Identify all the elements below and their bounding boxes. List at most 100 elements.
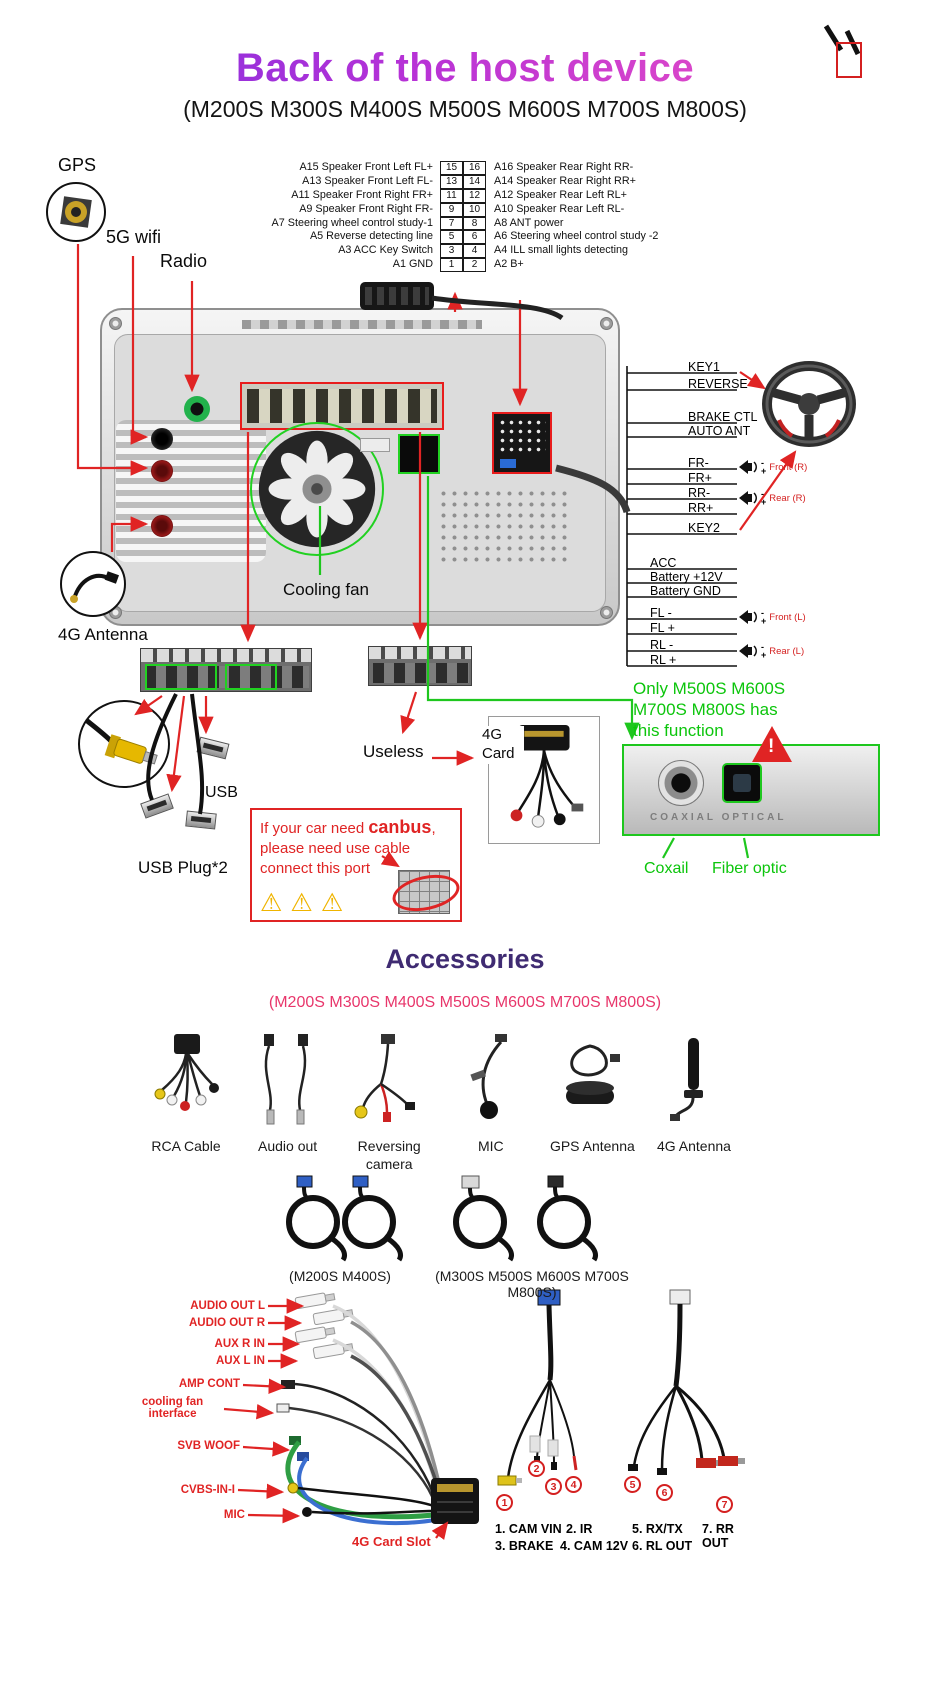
radio-label: Radio [160, 251, 208, 271]
warning-triangles: ⚠⚠⚠ [260, 888, 351, 918]
speaker-front-right: -+ Front (R) [738, 458, 807, 476]
number-circle-6: 6 [656, 1484, 673, 1501]
gps-label: GPS [58, 155, 97, 175]
canbus-note-text: If your car need canbus, please need use… [260, 816, 452, 878]
vent-strip [242, 320, 482, 329]
usb-plug-icon [185, 810, 217, 830]
breakout-label-cooling-fan: cooling fan interface [141, 1396, 204, 1420]
legend-rl-out: 6. RL OUT [632, 1539, 693, 1553]
connector-pin-slots [247, 389, 437, 423]
legend-rx-tx: 5. RX/TX [632, 1522, 683, 1536]
harness-label-reverse: REVERSE [688, 377, 748, 391]
wire-connector-block-2 [368, 646, 472, 686]
accessories-title: Accessories [385, 944, 545, 974]
canbus-text-post: , [431, 820, 436, 837]
speaker-icon [739, 460, 757, 474]
audio-out-icon [240, 1032, 336, 1132]
harness-label-brake-ctl: BRAKE CTL [688, 410, 758, 424]
pin-label-left: A5 Reverse detecting line [309, 230, 433, 243]
block-teeth [141, 649, 311, 662]
pin-label-right: A14 Speaker Rear Right RR+ [494, 174, 636, 187]
harness-label-fr-plus: FR+ [688, 471, 712, 485]
pin-number: 6 [463, 230, 486, 245]
screw-icon [600, 606, 613, 619]
breakout-label-mic: MIC [223, 1509, 245, 1521]
harness-label-batt12v: Battery +12V [650, 570, 723, 584]
number-circle-7: 7 [716, 1496, 733, 1513]
4g-antenna-label: 4G Antenna [58, 625, 148, 644]
pin-label-left: A11 Speaker Front Right FR+ [291, 188, 433, 201]
pin-number: 2 [463, 258, 486, 273]
harness-label-rl-plus: RL + [650, 653, 677, 667]
pin-number: 12 [463, 188, 486, 203]
page-subtitle: (M200S M300S M400S M500S M600S M700S M80… [183, 96, 747, 122]
coaxial-label: Coxail [644, 860, 689, 877]
cable-group-2-label: (M300S M500S M600S M700S M800S) [435, 1268, 629, 1300]
pin-label-left: A15 Speaker Front Left FL+ [299, 161, 433, 173]
screw-icon [109, 317, 122, 330]
pin-number: 9 [440, 202, 463, 217]
block-teeth [369, 647, 471, 659]
cooling-fan-label: Cooling fan [283, 580, 370, 599]
breakout-label-svb-woof: SVB WOOF [177, 1440, 240, 1452]
accessory-audio-out: Audio out [240, 1032, 336, 1173]
legend-cam-vin: 1. CAM VIN [495, 1522, 562, 1536]
breakout-harness-icon [276, 1292, 479, 1526]
usb-plug2-label: USB Plug*2 [138, 858, 228, 877]
breakout-label-cvbs-in: CVBS-IN-I [180, 1484, 235, 1496]
block-slots [373, 663, 469, 683]
pin-number: 10 [463, 202, 486, 217]
optical-out-port [398, 434, 440, 474]
usb-plug-icon [140, 793, 174, 819]
pin-label-left: A1 GND [392, 258, 433, 271]
breakout-label-audio-out-r: AUDIO OUT R [188, 1317, 265, 1329]
warning-triangle-icon: ⚠ [290, 889, 321, 917]
breakout-label-aux-r-in: AUX R IN [214, 1338, 265, 1350]
canbus-text-line2: please need use cable [260, 840, 411, 858]
camera-cable-icon [497, 1289, 578, 1486]
rca-plug-icon [84, 718, 158, 765]
speaker-front-left: -+ Front (L) [738, 608, 806, 626]
pin-number: 3 [440, 244, 463, 259]
speaker-rear-right: -+ Rear (R) [738, 489, 806, 507]
block-highlight-1 [145, 664, 217, 690]
pin-label-right: A4 ILL small lights detecting [494, 244, 629, 257]
accessory-4g-antenna: 4G Antenna [646, 1032, 742, 1173]
only-function-note: Only M500S M600S M700S M800S has this fu… [633, 679, 786, 740]
pin-number: 5 [440, 230, 463, 245]
canbus-note-box: If your car need canbus, please need use… [250, 808, 463, 922]
legend-cam-12v: 4. CAM 12V [560, 1539, 629, 1553]
page-title: Back of the host device [0, 46, 930, 91]
block-highlight-2 [225, 664, 277, 690]
steering-wheel-icon [762, 361, 856, 447]
pin-label-right: A6 Steering wheel control study -2 [494, 230, 659, 243]
gps-connector-icon [46, 182, 106, 242]
harness-label-fl-plus: FL + [650, 621, 675, 635]
power-socket [492, 412, 552, 474]
pin-number: 1 [440, 258, 463, 273]
pin-label-left: A7 Steering wheel control study-1 [271, 216, 433, 229]
number-circle-3: 3 [545, 1478, 562, 1495]
number-circle-2: 2 [528, 1460, 545, 1477]
breakout-label-audio-out-l: AUDIO OUT L [190, 1300, 265, 1312]
pin-number: 14 [463, 174, 486, 189]
accessory-rca-cable: RCA Cable [138, 1032, 234, 1173]
heatsink [116, 420, 266, 562]
usb-label: USB [205, 784, 238, 801]
warning-triangle-icon: ⚠ [260, 889, 291, 917]
jack-black [151, 428, 173, 450]
iso-connector-photo [360, 282, 434, 310]
speaker-icon [739, 491, 757, 505]
number-circle-5: 5 [624, 1476, 641, 1493]
optical-port-icon [722, 763, 762, 803]
fan-highlight-ring [250, 422, 384, 556]
accessory-mic: MIC [443, 1032, 539, 1173]
pin-label-left: A9 Speaker Front Right FR- [299, 202, 433, 215]
number-circle-4: 4 [565, 1476, 582, 1493]
vent-dots [438, 488, 568, 564]
4g-stick-antenna-icon [646, 1032, 742, 1132]
warning-triangle-icon: ⚠ [320, 889, 352, 917]
usb-plug-icon [196, 736, 230, 760]
pin-label-left: A13 Speaker Front Left FL- [302, 174, 433, 187]
speaker-icon [739, 610, 757, 624]
